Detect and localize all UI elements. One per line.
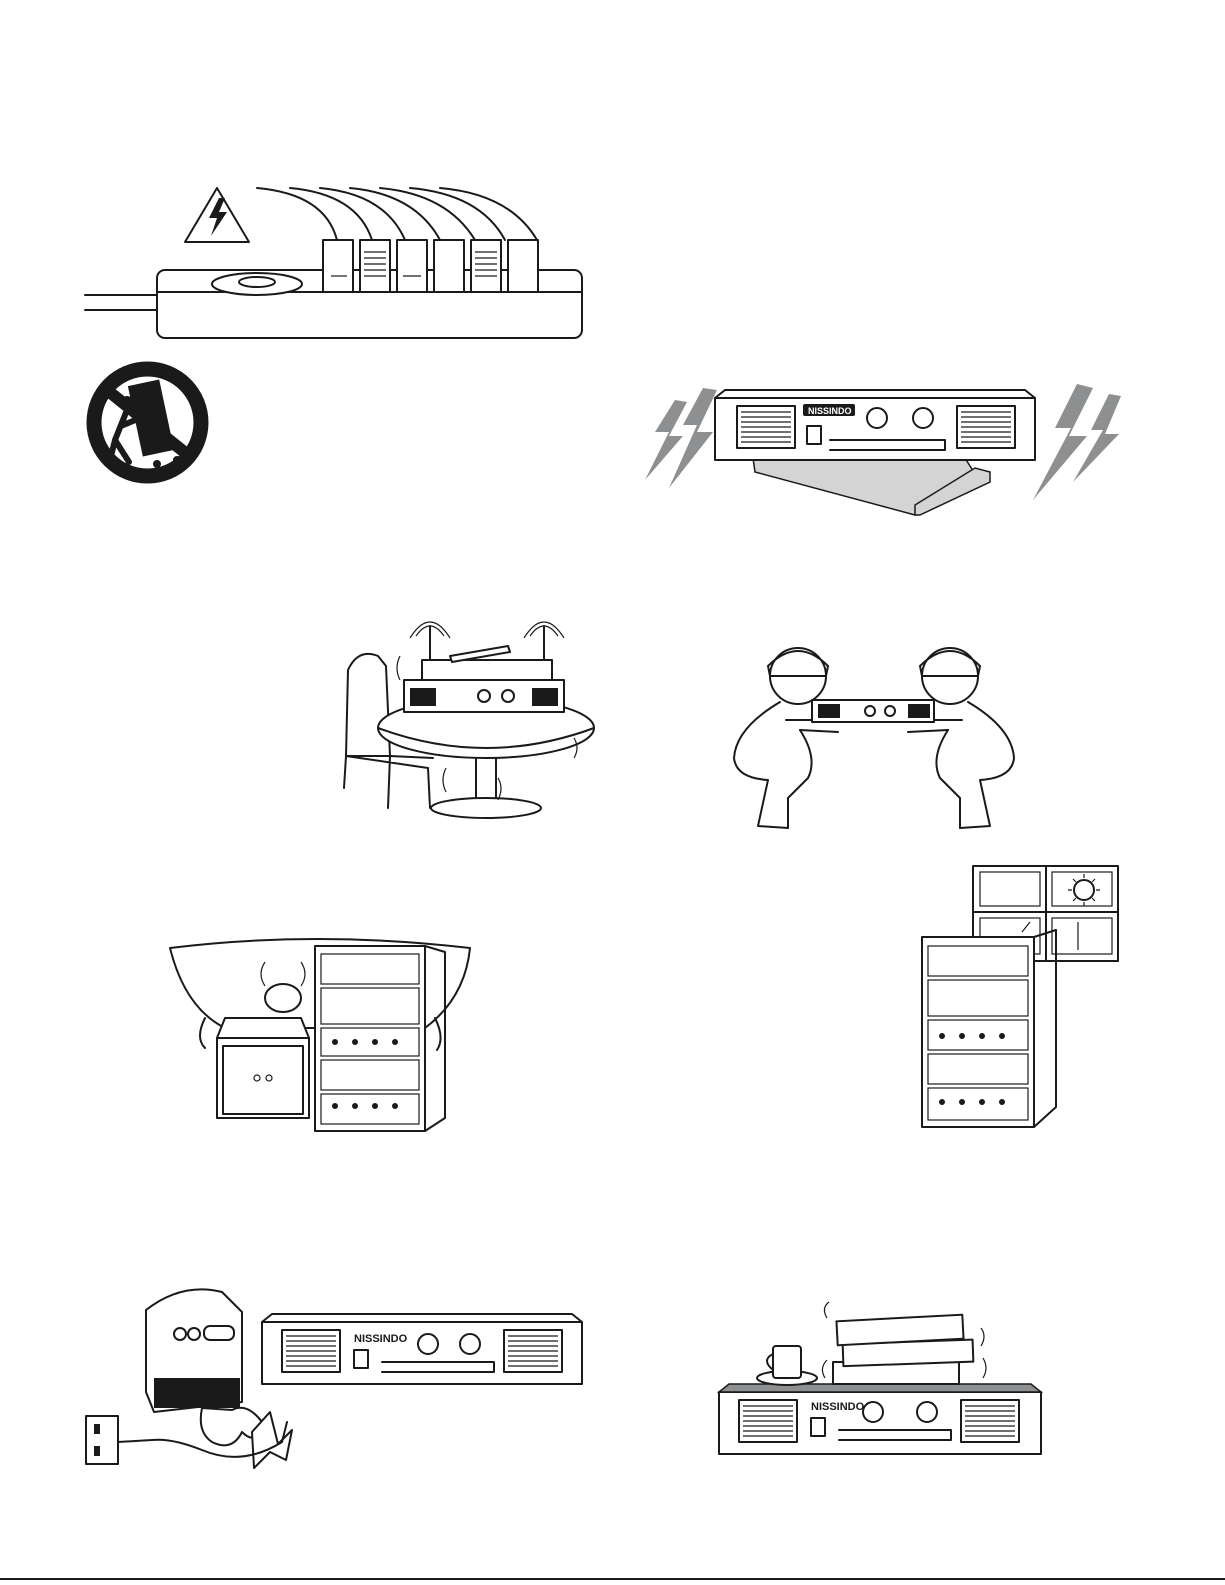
- sunlight-rack-icon: [918, 862, 1123, 1132]
- brand-label-heater: NISSINDO: [354, 1333, 408, 1345]
- two-person-lift-icon: [728, 638, 1018, 833]
- objects-on-amplifier-icon: NISSINDO: [715, 1298, 1045, 1458]
- brand-label: NISSINDO: [808, 406, 852, 416]
- no-cart-prohibition-icon: [85, 360, 210, 485]
- footer-rule: [0, 1578, 1225, 1580]
- amplifier-lightning-icon: NISSINDO: [625, 380, 1125, 515]
- unstable-table-icon: [338, 608, 583, 823]
- heater-cord-icon: NISSINDO: [82, 1282, 587, 1477]
- power-strip-warning-icon: [85, 180, 590, 345]
- brand-label-objects: NISSINDO: [811, 1401, 865, 1413]
- water-moisture-rack-icon: [165, 938, 475, 1133]
